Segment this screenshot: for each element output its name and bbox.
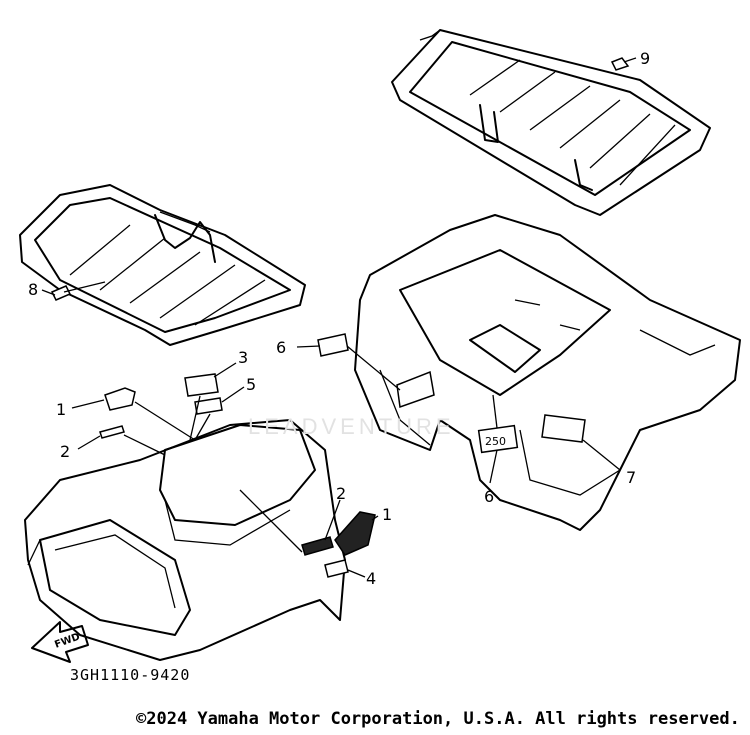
callout-3: 3 (238, 348, 248, 367)
decal-2-left (99, 425, 125, 439)
decal-6-side (317, 333, 435, 409)
callout-6-upper: 6 (276, 338, 286, 357)
callouts: 1 2 3 5 8 9 6 2 1 4 6 7 (28, 49, 650, 588)
callout-4: 4 (366, 569, 376, 588)
callout-6-lower: 6 (484, 487, 494, 506)
decal-3 (184, 373, 219, 397)
callout-1-left: 1 (56, 400, 66, 419)
watermark: LEADVENTURE (248, 414, 455, 439)
callout-1-right: 1 (382, 505, 392, 524)
diagram-code: 3GH1110-9420 (70, 666, 191, 684)
decal-4 (324, 559, 349, 578)
decal-1-left (104, 387, 136, 411)
callout-2-left: 2 (60, 442, 70, 461)
callout-8: 8 (28, 280, 38, 299)
decal-250-text: 250 (485, 435, 506, 448)
copyright-notice: ©2024 Yamaha Motor Corporation, U.S.A. A… (136, 709, 740, 729)
front-carrier-emblem-8 (50, 285, 72, 301)
callout-9: 9 (640, 49, 650, 68)
decal-2-right (301, 536, 334, 556)
parts-diagram: 250 1 2 3 5 8 9 6 2 1 4 6 (19, 29, 741, 663)
rear-fender (354, 214, 741, 531)
fwd-arrow-icon: FWD (31, 621, 89, 663)
decal-250: 250 (477, 424, 519, 454)
callout-5: 5 (246, 375, 256, 394)
decal-7 (541, 414, 586, 443)
front-fender (24, 419, 346, 661)
leader-lines (41, 57, 637, 578)
decal-1-right-fwd-emblem (334, 511, 376, 556)
rear-carrier-emblem-9 (610, 57, 630, 71)
front-carrier (19, 184, 306, 346)
callout-2-right: 2 (336, 484, 346, 503)
rear-carrier (391, 29, 711, 216)
callout-7: 7 (626, 468, 636, 487)
